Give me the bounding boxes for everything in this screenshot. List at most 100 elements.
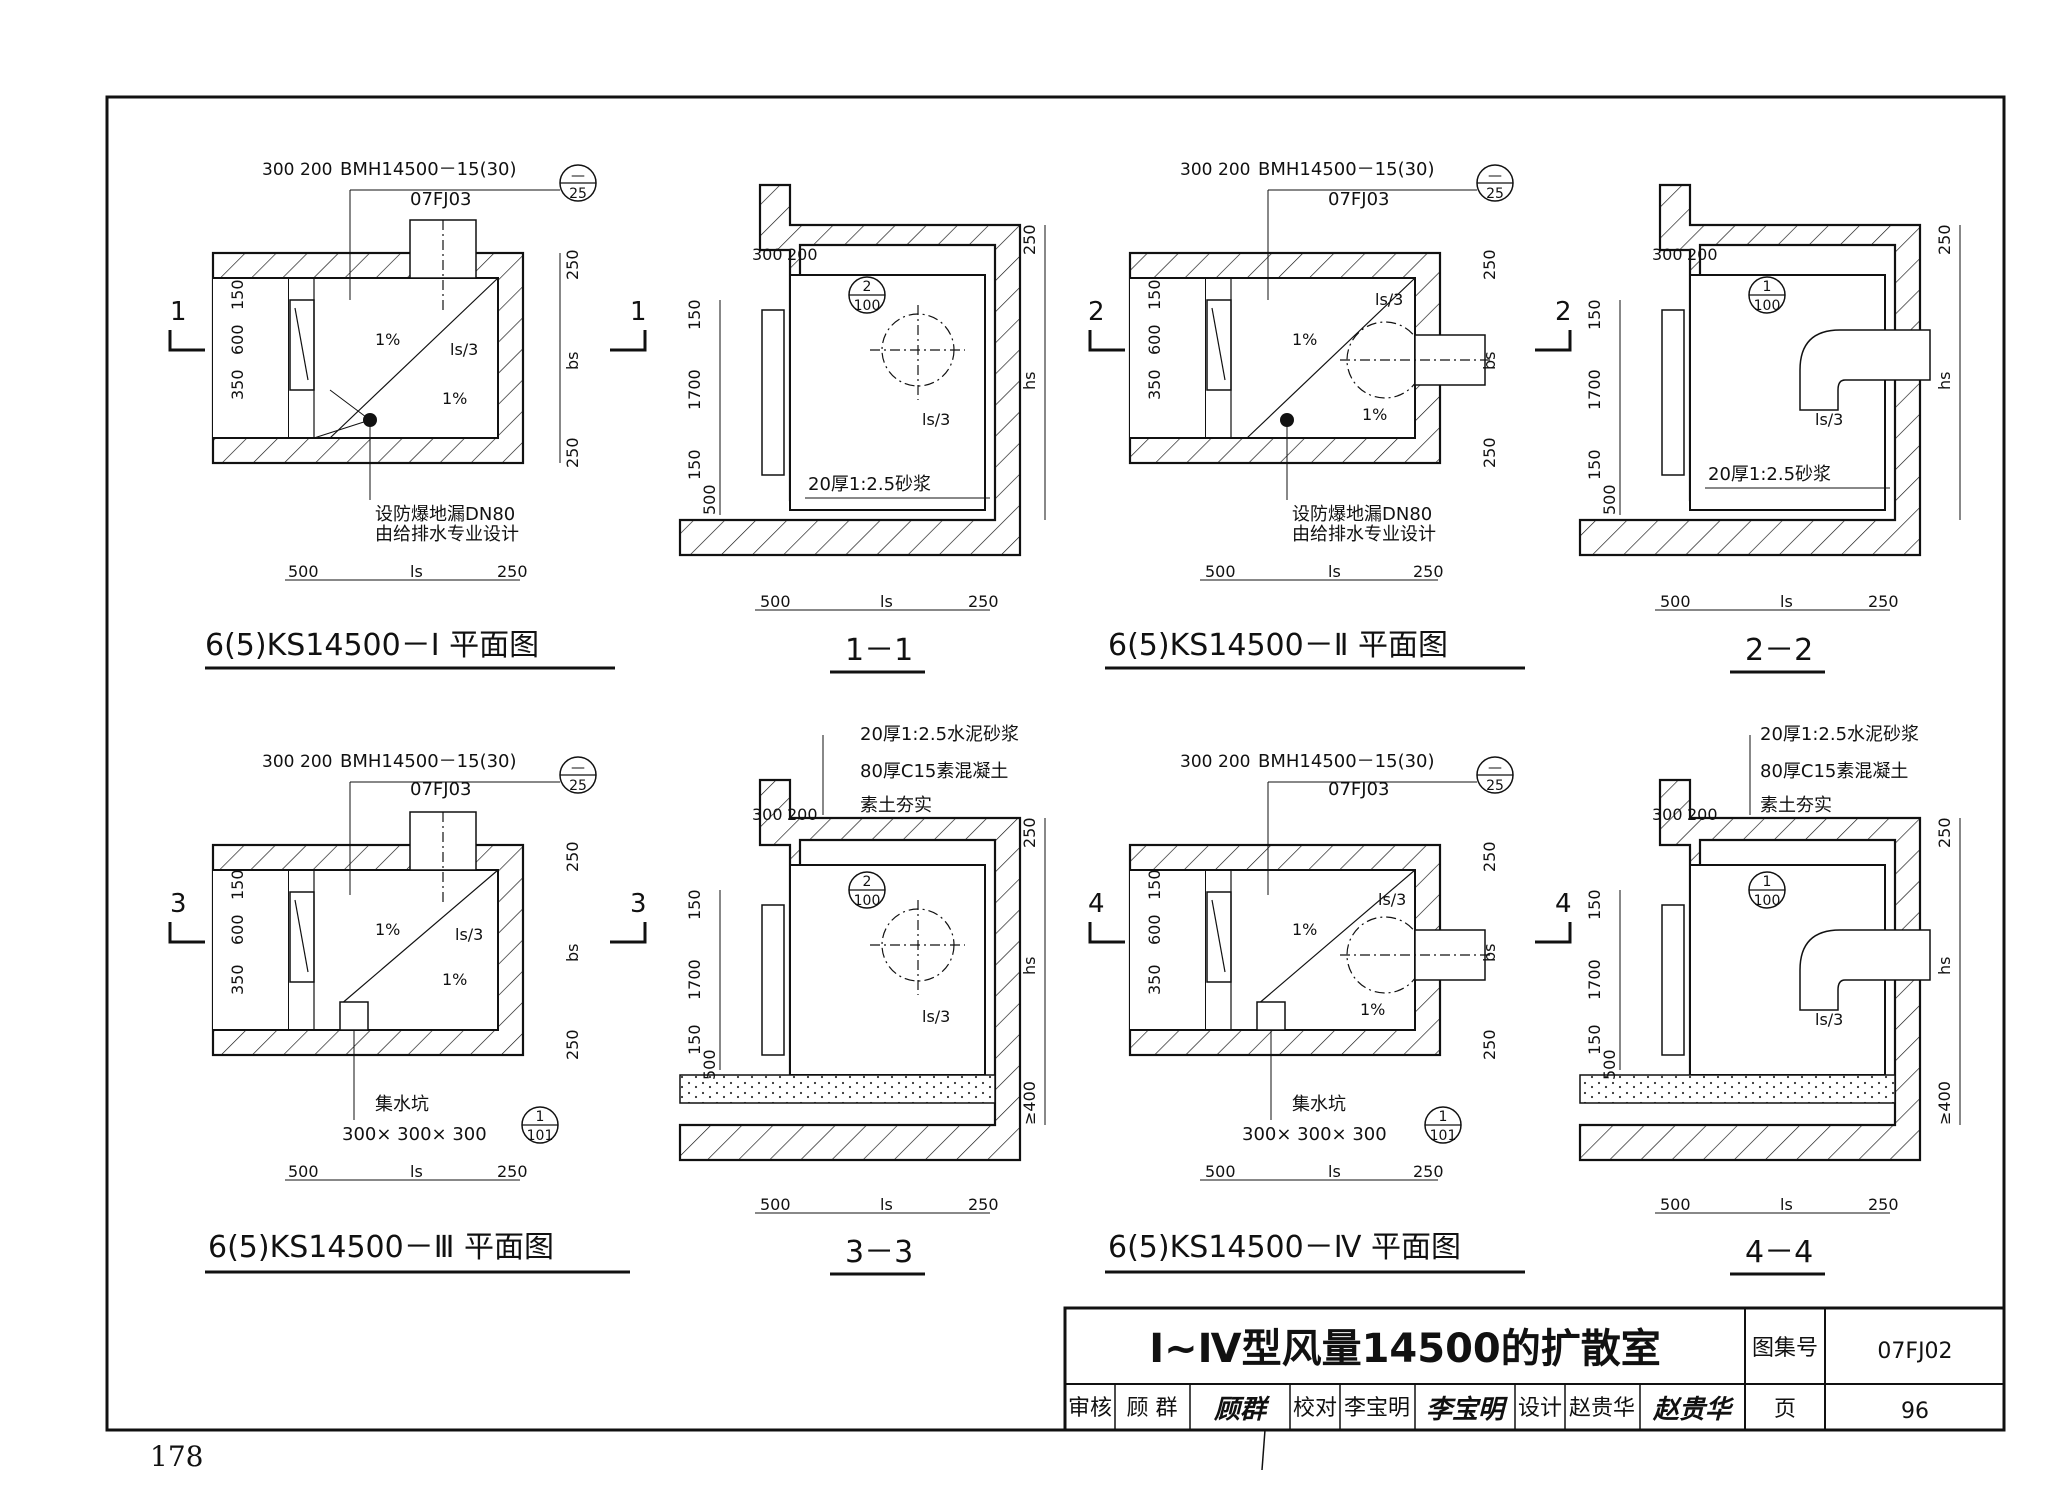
svg-text:07FJ03: 07FJ03 <box>1328 189 1389 210</box>
page-number: 178 <box>150 1440 204 1473</box>
svg-text:250: 250 <box>1480 437 1499 468</box>
svg-text:1%: 1% <box>1362 405 1387 424</box>
svg-text:由给排水专业设计: 由给排水专业设计 <box>1292 524 1436 545</box>
svg-text:300: 300 <box>752 805 783 824</box>
view-caption: 1－1 <box>845 633 913 668</box>
svg-text:ls/3: ls/3 <box>1375 290 1403 309</box>
svg-text:500: 500 <box>760 592 791 611</box>
svg-text:设防爆地漏DN80: 设防爆地漏DN80 <box>1292 504 1432 525</box>
svg-text:350: 350 <box>228 964 247 995</box>
svg-text:2: 2 <box>863 874 872 890</box>
svg-text:250: 250 <box>497 1162 528 1181</box>
svg-text:hs: hs <box>1935 957 1954 975</box>
svg-text:1700: 1700 <box>1585 369 1604 410</box>
svg-text:ls: ls <box>1780 592 1793 611</box>
reviewer-signature: 顾群 <box>1213 1395 1271 1425</box>
svg-text:250: 250 <box>1020 817 1039 848</box>
designer-signature: 赵贵华 <box>1652 1395 1735 1425</box>
svg-text:250: 250 <box>968 592 999 611</box>
svg-text:101: 101 <box>1430 1128 1457 1144</box>
svg-text:BMH14500－15(30): BMH14500－15(30) <box>340 751 517 772</box>
ref-code: 07FJ03 <box>410 189 471 210</box>
svg-text:250: 250 <box>1413 1162 1444 1181</box>
svg-text:600: 600 <box>1145 914 1164 945</box>
svg-text:25: 25 <box>569 778 587 794</box>
sump-pit <box>339 1001 369 1031</box>
plan-view-3: 1% 1% ls/3 300 200 BMH14500－15(30) 07FJ0… <box>168 751 647 1274</box>
ls3-label: ls/3 <box>450 340 478 359</box>
svg-text:250: 250 <box>1480 841 1499 872</box>
note: 20厚1:2.5砂浆 <box>808 474 931 495</box>
svg-text:500: 500 <box>760 1195 791 1214</box>
dim-label: 500 <box>288 562 319 581</box>
atlas-label: 图集号 <box>1752 1336 1818 1361</box>
layer-note: 素土夯实 <box>860 795 932 816</box>
svg-text:1: 1 <box>536 1109 545 1125</box>
svg-text:25: 25 <box>1486 778 1504 794</box>
svg-text:300: 300 <box>1180 752 1212 772</box>
svg-text:集水坑: 集水坑 <box>1292 1094 1346 1115</box>
svg-text:4: 4 <box>1555 889 1572 919</box>
svg-text:ls: ls <box>880 1195 893 1214</box>
svg-text:500: 500 <box>1660 592 1691 611</box>
svg-text:2: 2 <box>1088 297 1105 327</box>
svg-text:200: 200 <box>1218 160 1250 180</box>
svg-text:ls: ls <box>1328 562 1341 581</box>
section-view-2: 1 100 ls/3 20厚1:2.5砂浆 300 200 150 1700 1… <box>1578 183 1961 674</box>
svg-text:3: 3 <box>170 889 187 919</box>
svg-text:ls/3: ls/3 <box>922 1007 950 1026</box>
section-mark: 1 <box>170 297 187 327</box>
svg-text:200: 200 <box>1687 805 1718 824</box>
svg-text:150: 150 <box>1585 1024 1604 1055</box>
layer-note: 20厚1:2.5水泥砂浆 <box>860 724 1019 745</box>
svg-text:250: 250 <box>1020 224 1039 255</box>
svg-text:500: 500 <box>288 1162 319 1181</box>
svg-text:1%: 1% <box>1292 920 1317 939</box>
slope-label: 1% <box>375 330 400 349</box>
svg-text:500: 500 <box>700 484 719 515</box>
svg-text:设计: 设计 <box>1518 1396 1562 1421</box>
svg-text:300: 300 <box>752 245 783 264</box>
view-caption: 6(5)KS14500－Ⅰ 平面图 <box>205 628 539 663</box>
svg-text:300: 300 <box>1180 160 1212 180</box>
svg-text:300: 300 <box>1652 245 1683 264</box>
svg-text:1%: 1% <box>442 970 467 989</box>
svg-text:350: 350 <box>1145 369 1164 400</box>
svg-text:80厚C15素混凝土: 80厚C15素混凝土 <box>1760 761 1908 782</box>
section-view-1: 2 100 ls/3 20厚1:2.5砂浆 300 200 150 1700 1… <box>678 183 1046 674</box>
svg-text:集水坑: 集水坑 <box>375 1094 429 1115</box>
dim-label: 300 <box>262 160 294 180</box>
svg-text:bs: bs <box>563 944 582 963</box>
sheet-frame <box>105 95 2006 1432</box>
svg-text:150: 150 <box>228 869 247 900</box>
note: 由给排水专业设计 <box>375 524 519 545</box>
floor-layers <box>679 1074 996 1104</box>
svg-text:1700: 1700 <box>685 959 704 1000</box>
svg-text:100: 100 <box>854 893 881 909</box>
svg-text:1: 1 <box>1763 874 1772 890</box>
svg-text:BMH14500－15(30): BMH14500－15(30) <box>1258 751 1435 772</box>
svg-text:ls/3: ls/3 <box>1815 1010 1843 1029</box>
svg-text:ls/3: ls/3 <box>1378 890 1406 909</box>
svg-text:100: 100 <box>1754 298 1781 314</box>
svg-text:1700: 1700 <box>685 369 704 410</box>
svg-text:bs: bs <box>1480 352 1499 371</box>
svg-text:150: 150 <box>685 1024 704 1055</box>
svg-text:ls/3: ls/3 <box>1815 410 1843 429</box>
dim-label: ls <box>410 562 423 581</box>
svg-text:校对: 校对 <box>1293 1396 1337 1421</box>
svg-text:250: 250 <box>1935 224 1954 255</box>
svg-text:hs: hs <box>1020 957 1039 975</box>
page-label: 页 <box>1774 1397 1796 1422</box>
svg-text:ls: ls <box>1328 1162 1341 1181</box>
svg-text:200: 200 <box>300 752 332 772</box>
slope-label: 1% <box>442 389 467 408</box>
plan-room <box>287 277 499 439</box>
svg-text:350: 350 <box>1145 964 1164 995</box>
svg-text:20厚1:2.5水泥砂浆: 20厚1:2.5水泥砂浆 <box>1760 724 1919 745</box>
svg-text:—: — <box>571 760 585 776</box>
svg-text:500: 500 <box>1205 562 1236 581</box>
svg-text:6(5)KS14500－Ⅳ 平面图: 6(5)KS14500－Ⅳ 平面图 <box>1108 1230 1461 1265</box>
svg-text:hs: hs <box>1020 372 1039 390</box>
page-value: 96 <box>1901 1399 1929 1424</box>
